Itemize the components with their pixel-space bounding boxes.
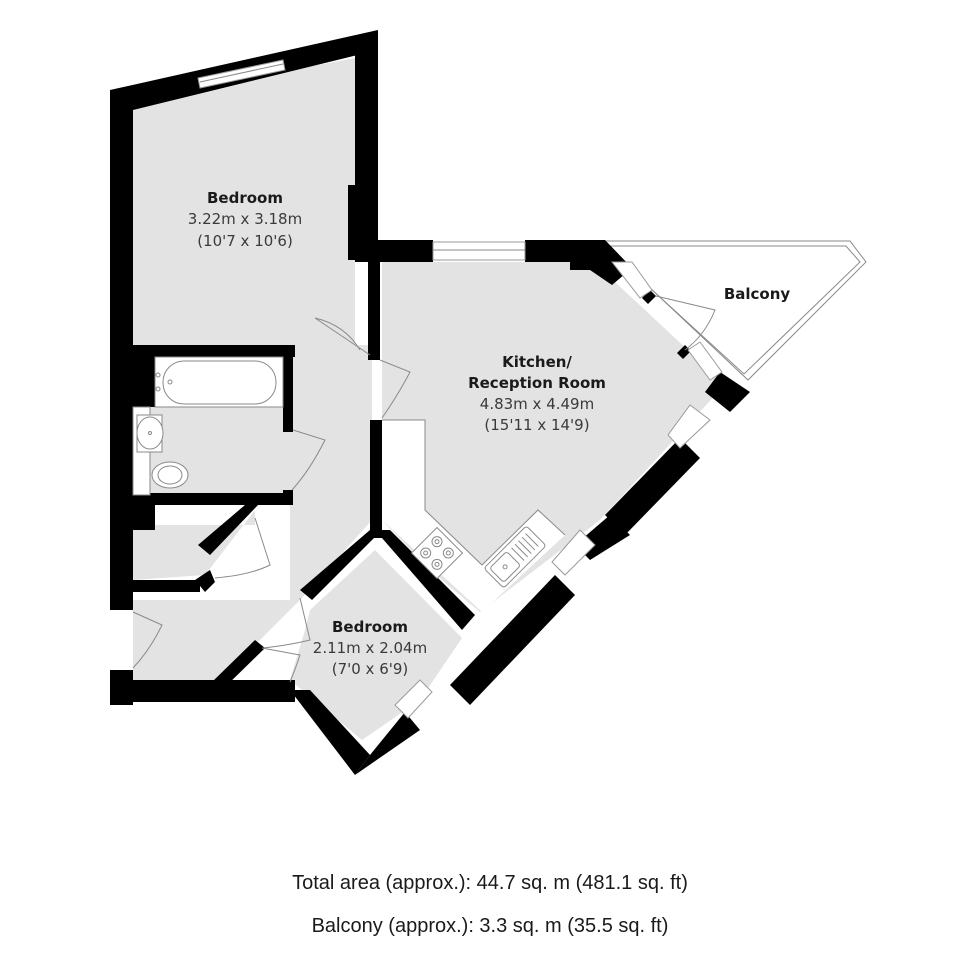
room-label-kitchen-reception: Kitchen/ Reception Room 4.83m x 4.49m (1… — [468, 353, 606, 434]
room-dimensions-imperial: (15'11 x 14'9) — [484, 416, 589, 434]
bathtub-icon — [162, 360, 277, 405]
door-bedroom-small — [262, 597, 311, 649]
window-kitchen-top — [432, 241, 526, 261]
window-kitchen-balcony-2 — [687, 341, 723, 381]
total-area-text: Total area (approx.): 44.7 sq. m (481.1 … — [292, 872, 688, 894]
room-dimensions-imperial: (10'7 x 10'6) — [197, 232, 293, 250]
door-bedroom-main — [314, 317, 371, 356]
door-kitchen — [379, 359, 411, 419]
washbasin-icon — [136, 416, 164, 450]
kitchen-sink-icon — [484, 526, 546, 588]
hallway-floor — [133, 345, 372, 680]
bedroom-main-floor — [133, 58, 355, 345]
room-label-balcony: Balcony — [724, 285, 791, 303]
balcony-outline — [598, 240, 867, 381]
room-dimensions-imperial: (7'0 x 6'9) — [332, 660, 409, 678]
room-name-line2: Reception Room — [468, 374, 606, 392]
window-kitchen-lower — [551, 529, 596, 576]
windows — [197, 59, 723, 719]
window-kitchen-right — [667, 404, 711, 449]
walls — [110, 30, 750, 775]
window-kitchen-balcony-1 — [610, 261, 653, 299]
room-name: Bedroom — [332, 618, 408, 636]
door-small-bedroom-2 — [261, 647, 301, 683]
door-balcony — [655, 295, 716, 351]
door-entrance — [132, 611, 163, 669]
kitchen-reception-floor — [382, 262, 720, 612]
door-bathroom — [291, 429, 326, 491]
window-bedroom-main — [197, 59, 286, 89]
room-label-bedroom-small: Bedroom 2.11m x 2.04m (7'0 x 6'9) — [313, 618, 427, 678]
bathroom-fixtures — [132, 356, 284, 496]
balcony-area-text: Balcony (approx.): 3.3 sq. m (35.5 sq. f… — [311, 915, 669, 937]
room-dimensions-metric: 4.83m x 4.49m — [480, 395, 594, 413]
room-name: Bedroom — [207, 189, 283, 207]
room-dimensions-metric: 2.11m x 2.04m — [313, 639, 427, 657]
door-cupboard — [214, 517, 271, 579]
kitchen-fixtures — [382, 419, 566, 612]
window-bedroom-small — [394, 679, 433, 719]
room-dimensions-metric: 3.22m x 3.18m — [188, 210, 302, 228]
hob-icon — [410, 526, 464, 580]
room-label-bedroom-main: Bedroom 3.22m x 3.18m (10'7 x 10'6) — [188, 189, 302, 250]
doors — [132, 295, 716, 683]
room-name: Balcony — [724, 285, 791, 303]
room-name-line1: Kitchen/ — [502, 353, 572, 371]
